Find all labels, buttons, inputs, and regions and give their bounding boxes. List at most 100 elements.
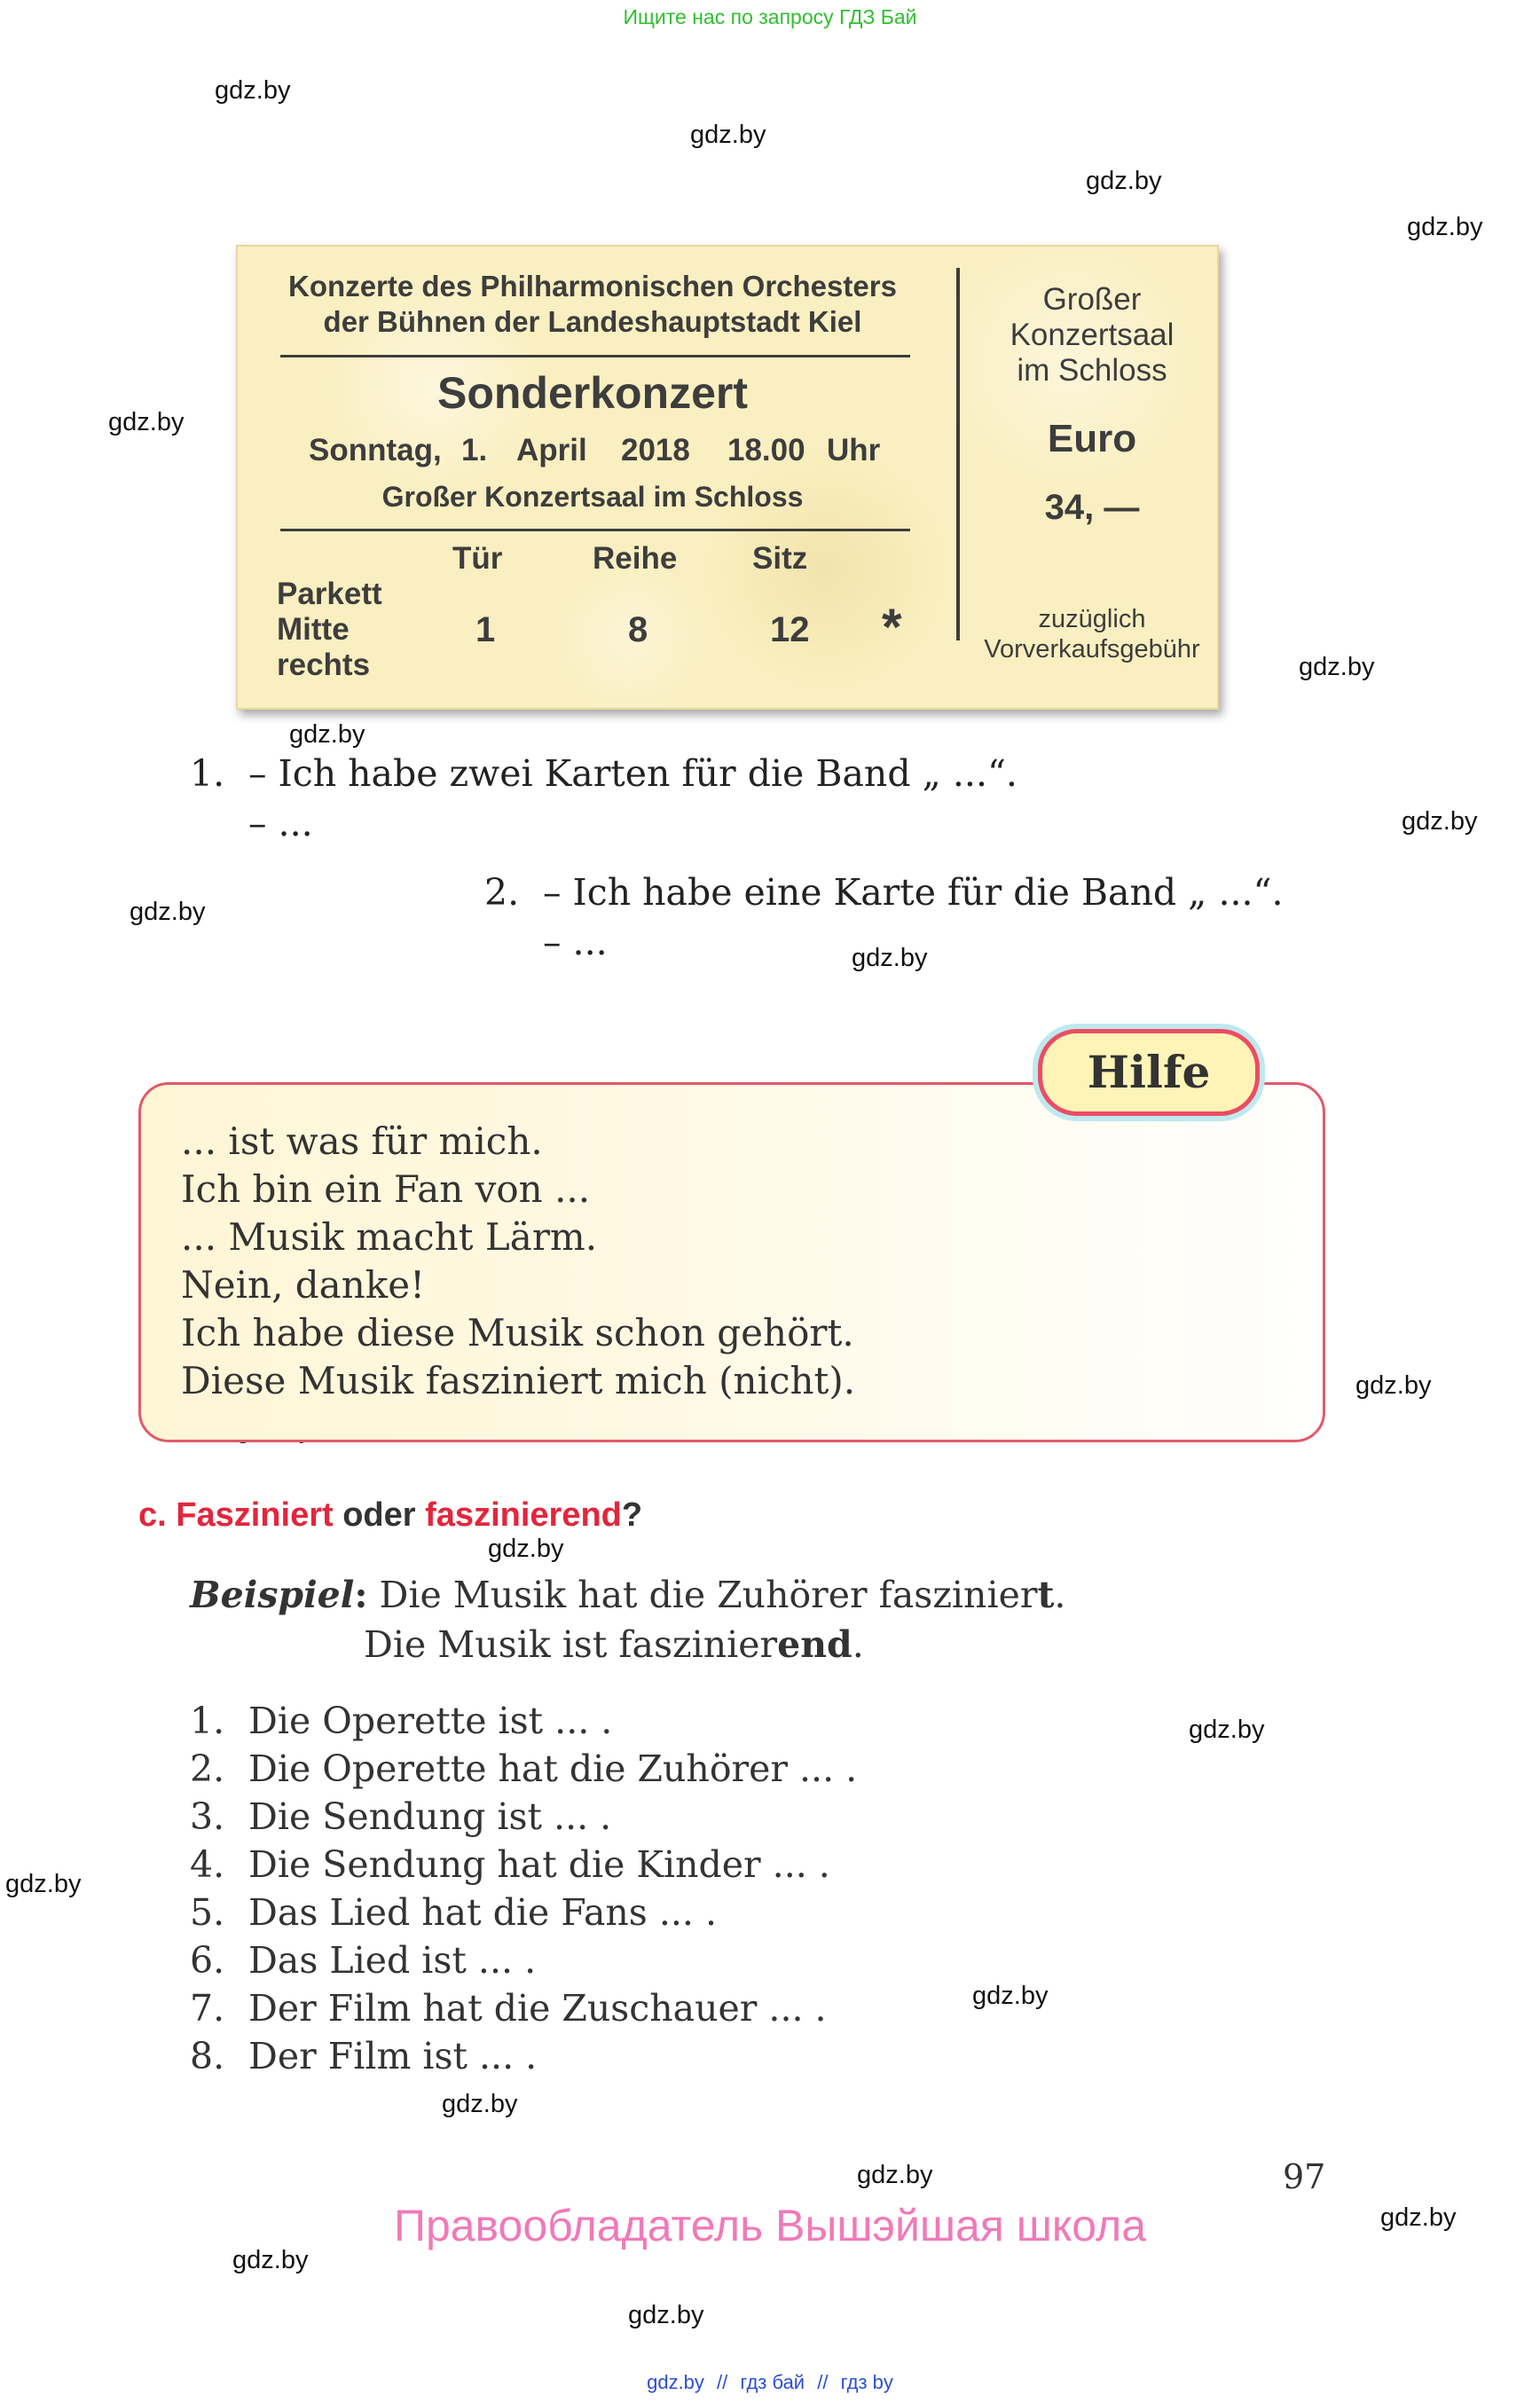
ticket-currency: Euro bbox=[1047, 417, 1137, 460]
star-icon: * bbox=[882, 599, 902, 656]
exercise-item: 5. Das Lied hat die Fans ... . bbox=[190, 1891, 717, 1934]
example-colon: : bbox=[354, 1574, 368, 1616]
example1-pre: Die Musik hat die Zuhörer faszinier bbox=[367, 1574, 1038, 1616]
item-text: Das Lied ist ... . bbox=[248, 1939, 537, 1982]
watermark: gdz.by bbox=[972, 1982, 1049, 2010]
item-text: Der Film hat die Zuschauer ... . bbox=[248, 1987, 827, 2030]
item-number: 1. bbox=[190, 1700, 225, 1742]
section-qmark: ? bbox=[621, 1496, 643, 1534]
watermark: gdz.by bbox=[628, 2301, 704, 2329]
example1-post: . bbox=[1054, 1574, 1066, 1616]
ticket-col-seat: Sitz bbox=[752, 541, 808, 576]
ticket-org-line2: der Bühnen der Landeshauptstadt Kiel bbox=[323, 305, 862, 338]
item-number: 4. bbox=[190, 1843, 225, 1886]
ticket-side-venue-line2: Konzertsaal bbox=[1010, 318, 1175, 352]
footer-link-gdz-by-cyr[interactable]: гдз by bbox=[840, 2371, 893, 2393]
exercise-item: 8. Der Film ist ... . bbox=[190, 2035, 537, 2077]
hilfe-badge: Hilfe bbox=[1038, 1029, 1260, 1116]
ticket-venue: Großer Konzertsaal im Schloss bbox=[381, 481, 804, 513]
item-text: Die Operette hat die Zuhörer ... . bbox=[248, 1747, 858, 1790]
dialog-number: 2. bbox=[484, 871, 520, 914]
ticket-section-line3: rechts bbox=[277, 648, 371, 682]
hilfe-phrase: ... Musik macht Lärm. bbox=[181, 1215, 598, 1259]
exercise-item: 2. Die Operette hat die Zuhörer ... . bbox=[190, 1747, 857, 1790]
exercise-item: 7. Der Film hat die Zuschauer ... . bbox=[190, 1987, 827, 2030]
section-word-2: faszinierend bbox=[425, 1496, 622, 1534]
ticket-time-unit: Uhr bbox=[827, 433, 881, 467]
section-c-heading: c. Fasziniert oder faszinierend? bbox=[138, 1496, 642, 1535]
watermark: gdz.by bbox=[1355, 1371, 1432, 1400]
watermark: gdz.by bbox=[1189, 1716, 1265, 1744]
example1-bold: t bbox=[1037, 1574, 1055, 1616]
watermark: gdz.by bbox=[488, 1535, 564, 1563]
item-number: 6. bbox=[190, 1939, 225, 1982]
ticket-fee-line1: zuzüglich bbox=[1038, 605, 1146, 633]
hilfe-phrase: Ich bin ein Fan von ... bbox=[181, 1167, 591, 1211]
watermark: gdz.by bbox=[1299, 653, 1375, 681]
exercise-item: 3.Die Sendung ist ... . bbox=[190, 1795, 611, 1838]
footer-link-gdz-bai[interactable]: гдз бай bbox=[740, 2371, 805, 2393]
item-text: Die Operette ist ... . bbox=[248, 1700, 613, 1742]
item-number: 5. bbox=[190, 1891, 225, 1934]
ticket-section-line2: Mitte bbox=[277, 612, 350, 647]
concert-ticket: Konzerte des Philharmonischen Orchesters… bbox=[236, 245, 1219, 710]
watermark: gdz.by bbox=[289, 720, 365, 749]
example2-pre: Die Musik ist faszinier bbox=[364, 1623, 778, 1666]
section-word-1: Fasziniert bbox=[176, 1496, 334, 1534]
ticket-org-line1: Konzerte des Philharmonischen Orchesters bbox=[288, 270, 897, 302]
ticket-side-venue-line3: im Schloss bbox=[1017, 353, 1167, 388]
watermark: gdz.by bbox=[1380, 2203, 1457, 2232]
ticket-door-value: 1 bbox=[475, 610, 496, 649]
ticket-divider-bottom bbox=[280, 529, 910, 531]
ticket-fee-line2: Vorverkaufsgebühr bbox=[984, 635, 1200, 664]
item-number: 2. bbox=[190, 1747, 225, 1790]
ticket-side-venue-line1: Großer bbox=[1042, 282, 1142, 317]
example2-post: . bbox=[852, 1623, 864, 1666]
watermark: gdz.by bbox=[215, 76, 291, 105]
item-number: 7. bbox=[190, 1987, 225, 2030]
hilfe-phrase: ... ist was für mich. bbox=[181, 1119, 543, 1163]
ticket-col-row: Reihe bbox=[593, 541, 678, 576]
exercise-item: 6. Das Lied ist ... . bbox=[190, 1939, 536, 1982]
item-text: Der Film ist ... . bbox=[248, 2035, 538, 2077]
watermark: gdz.by bbox=[1402, 807, 1478, 836]
item-text: Das Lied hat die Fans ... . bbox=[248, 1891, 718, 1934]
watermark: gdz.by bbox=[852, 944, 928, 972]
ticket-time: 18.00 bbox=[727, 433, 805, 467]
footer-links: gdz.by // гдз бай // гдз by bbox=[0, 2371, 1540, 2394]
section-letter: c. bbox=[138, 1496, 167, 1534]
page-number: 97 bbox=[1283, 2157, 1326, 2196]
example-label: Beispiel bbox=[190, 1574, 355, 1616]
dialog-reply: – ... bbox=[543, 921, 608, 963]
top-banner[interactable]: Ищите нас по запросу ГДЗ Бай bbox=[623, 5, 917, 28]
watermark: gdz.by bbox=[130, 898, 206, 926]
dialog-reply: – ... bbox=[248, 802, 313, 844]
watermark: gdz.by bbox=[857, 2161, 933, 2189]
watermark: gdz.by bbox=[690, 121, 766, 149]
ticket-day: 1. bbox=[461, 433, 488, 467]
watermark: gdz.by bbox=[442, 2090, 518, 2118]
ticket-seat-value: 12 bbox=[770, 610, 810, 649]
ticket-divider-top bbox=[280, 355, 910, 357]
footer-link-gdz-by[interactable]: gdz.by bbox=[647, 2371, 704, 2393]
copyright-notice: Правообладатель Вышэйшая школа bbox=[394, 2201, 1146, 2250]
dialog-line: – Ich habe zwei Karten für die Band „ ..… bbox=[248, 752, 1018, 795]
footer-separator: // bbox=[717, 2371, 728, 2393]
watermark: gdz.by bbox=[1086, 167, 1162, 195]
ticket-price: 34, — bbox=[1044, 488, 1140, 527]
item-text: Die Sendung hat die Kinder ... . bbox=[248, 1843, 830, 1886]
watermark: gdz.by bbox=[108, 408, 185, 436]
ticket-month: April bbox=[516, 433, 587, 467]
ticket-section-line1: Parkett bbox=[277, 577, 382, 611]
example2-bold: end bbox=[777, 1623, 852, 1666]
footer-separator: // bbox=[817, 2371, 829, 2393]
watermark: gdz.by bbox=[5, 1870, 82, 1898]
exercise-item: 4. Die Sendung hat die Kinder ... . bbox=[190, 1843, 830, 1886]
item-number: 8. bbox=[190, 2035, 225, 2077]
ticket-weekday: Sonntag, bbox=[309, 433, 442, 467]
dialog-number: 1. bbox=[190, 752, 225, 795]
dialog-line: – Ich habe eine Karte für die Band „ ...… bbox=[543, 871, 1284, 914]
ticket-col-door: Tür bbox=[452, 541, 503, 576]
ticket-title: Sonderkonzert bbox=[436, 368, 749, 418]
hilfe-phrase: Diese Musik fasziniert mich (nicht). bbox=[181, 1359, 856, 1402]
